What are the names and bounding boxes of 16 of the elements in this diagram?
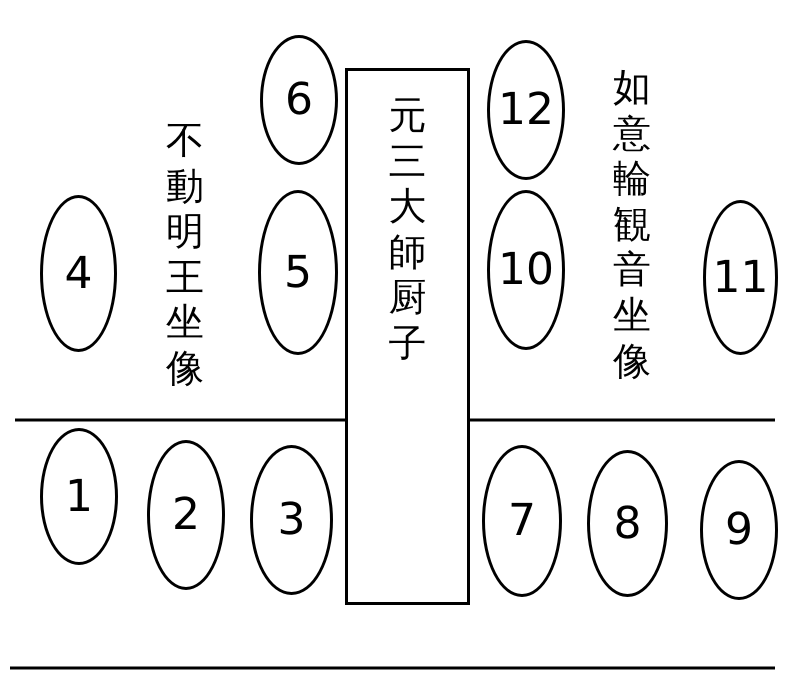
position-number: 6 bbox=[285, 78, 313, 122]
position-number: 7 bbox=[508, 499, 536, 543]
position-number: 12 bbox=[498, 88, 554, 132]
shrine-box bbox=[345, 68, 470, 605]
position-number: 3 bbox=[278, 498, 306, 542]
position-number: 11 bbox=[712, 256, 768, 300]
statue-label: 不動明王坐像 bbox=[165, 118, 205, 392]
position-number: 4 bbox=[64, 252, 92, 296]
position-number: 2 bbox=[172, 493, 200, 537]
shrine-label: 元三大師厨子 bbox=[388, 93, 428, 367]
statue-label: 如意輪観音坐像 bbox=[612, 65, 652, 384]
position-number: 1 bbox=[65, 474, 93, 518]
position-number: 5 bbox=[284, 250, 312, 294]
position-number: 8 bbox=[614, 502, 642, 546]
position-number: 10 bbox=[498, 248, 554, 292]
position-number: 9 bbox=[725, 508, 753, 552]
